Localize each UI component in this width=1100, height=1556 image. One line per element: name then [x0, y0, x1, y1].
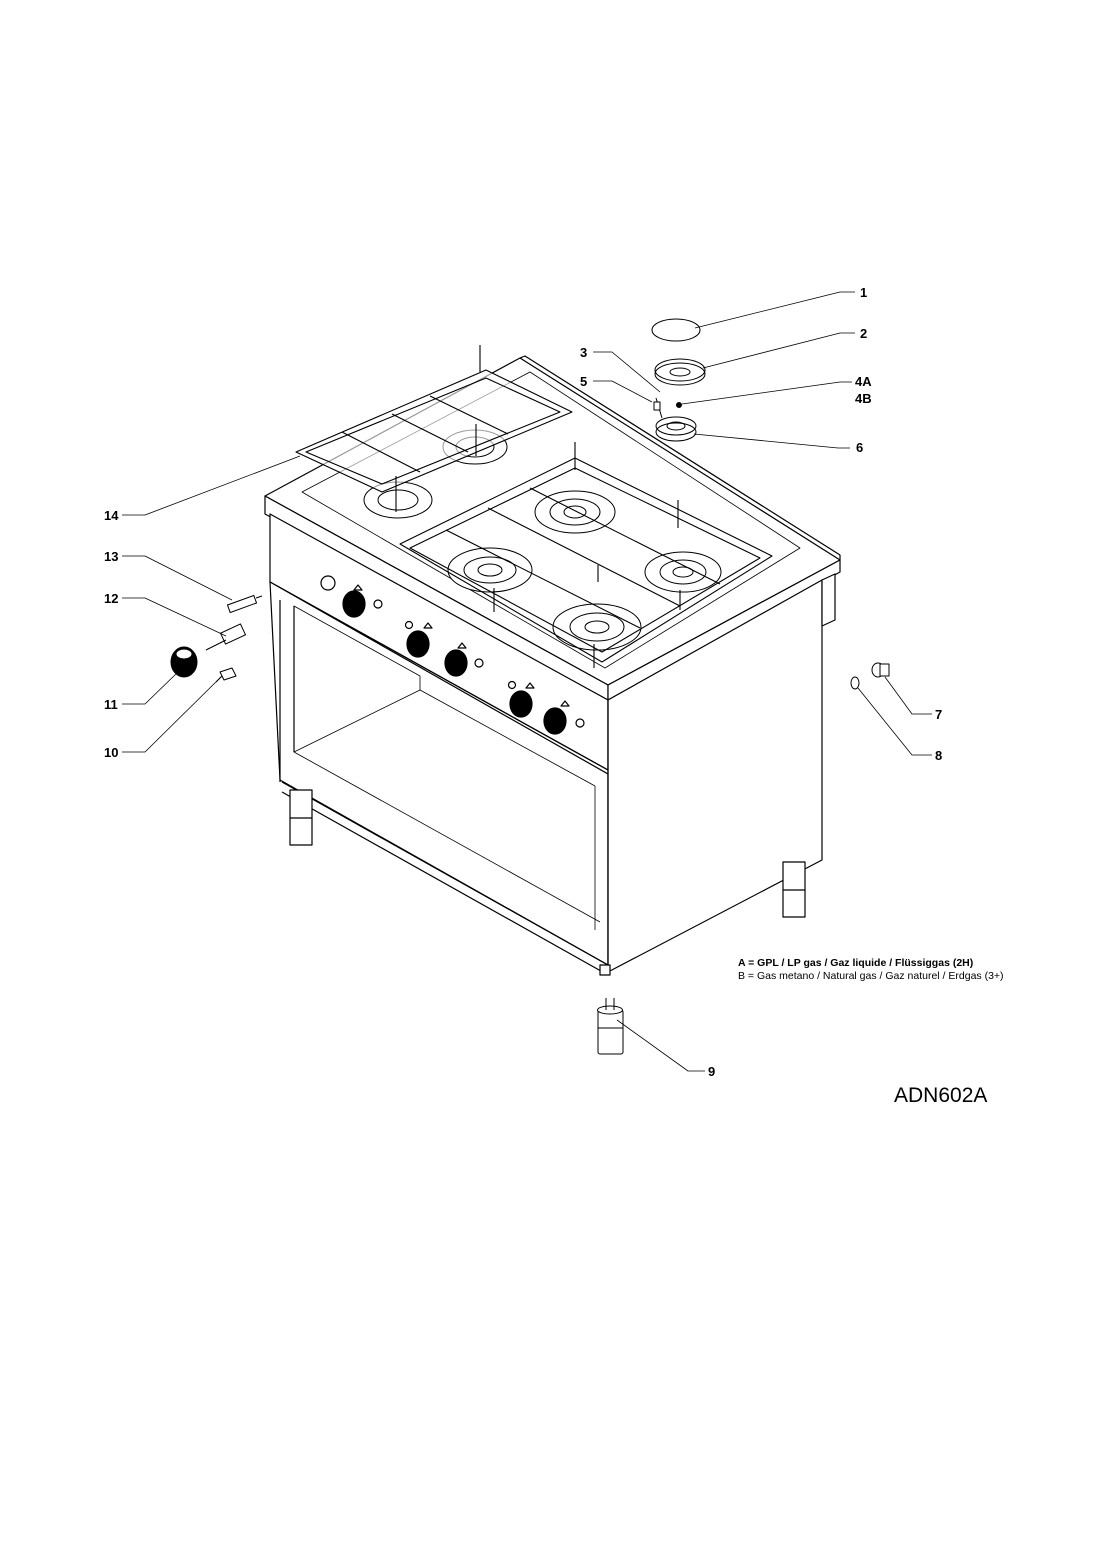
legend-line-a: A = GPL / LP gas / Gaz liquide / Flüssig…: [738, 957, 974, 969]
part-2-flame-spreader: [654, 358, 706, 386]
callout-12: 12: [104, 591, 118, 606]
exploded-parts: [170, 318, 890, 1055]
callout-11: 11: [104, 697, 118, 712]
callout-labels: 1 2 3 4A 4B 5 6 7 8 9 10 11 12 13 14: [104, 285, 942, 1079]
burner-front-middle: [552, 603, 642, 651]
leader-1: [694, 291, 855, 329]
leader-5: [593, 380, 653, 403]
legend-line-b: B = Gas metano / Natural gas / Gaz natur…: [738, 970, 1004, 982]
leader-lines: [122, 291, 932, 1072]
callout-4a: 4A: [855, 374, 872, 389]
knob-4: [507, 680, 535, 718]
knob-3: [444, 642, 484, 677]
leader-4: [681, 381, 852, 405]
callout-1: 1: [860, 285, 867, 300]
leader-14: [122, 455, 301, 516]
callout-14: 14: [104, 508, 119, 523]
leader-11: [122, 671, 179, 705]
model-code: ADN602A: [894, 1084, 988, 1107]
leader-9: [616, 1019, 705, 1072]
gas-type-legend: A = GPL / LP gas / Gaz liquide / Flüssig…: [738, 957, 1004, 983]
leader-12: [122, 597, 227, 637]
leader-3: [593, 351, 661, 393]
leader-10: [122, 675, 223, 753]
burner-right: [644, 551, 722, 593]
burner-center: [534, 490, 616, 534]
part-13-thermocouple: [226, 594, 263, 614]
callout-13: 13: [104, 549, 118, 564]
part-6-burner-body: [655, 416, 697, 442]
callout-4b: 4B: [855, 391, 872, 406]
leader-8: [857, 687, 932, 756]
leader-2: [702, 332, 855, 369]
pan-support-grid-front: [399, 442, 773, 668]
callout-8: 8: [935, 748, 942, 763]
part-7-fitting: [871, 662, 890, 678]
callout-10: 10: [104, 745, 118, 760]
callout-3: 3: [580, 345, 587, 360]
leader-6: [693, 433, 850, 449]
part-10-thermocouple-clip: [215, 667, 237, 683]
knob-1: [342, 584, 383, 618]
callout-9: 9: [708, 1064, 715, 1079]
part-11-knob: [170, 646, 198, 678]
leader-7: [884, 676, 932, 715]
part-4-injector: [676, 402, 682, 408]
part-8-gasket: [850, 676, 860, 690]
knob-2: [404, 620, 433, 658]
callout-7: 7: [935, 707, 942, 722]
pan-support-grid-raised: [295, 345, 573, 512]
part-5-electrode: [653, 397, 663, 419]
part-12-gas-valve: [205, 623, 247, 651]
callout-5: 5: [580, 374, 587, 389]
burners: [363, 429, 722, 651]
callout-6: 6: [856, 440, 863, 455]
knob-5: [543, 700, 585, 735]
part-1-burner-cap: [651, 318, 701, 342]
leader-13: [122, 555, 233, 601]
part-9-foot: [597, 998, 624, 1055]
callout-2: 2: [860, 326, 867, 341]
burner-front-left: [447, 547, 533, 593]
control-knobs: [320, 575, 585, 735]
